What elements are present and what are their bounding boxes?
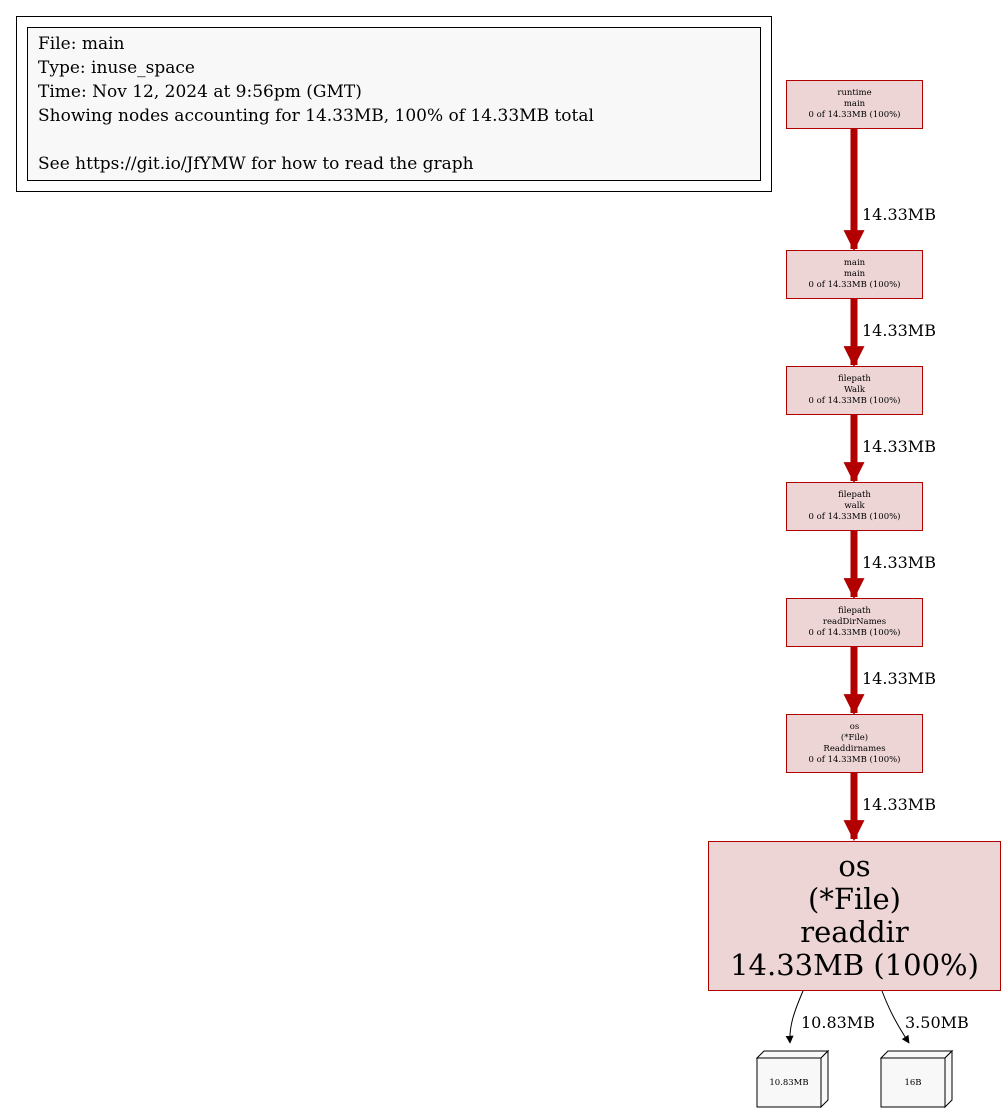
edge-label: 14.33MB (862, 437, 936, 456)
legend-type: Type: inuse_space (38, 58, 195, 78)
legend-box: File: main Type: inuse_space Time: Nov 1… (27, 27, 761, 181)
edge-label-leaf: 10.83MB (801, 1013, 875, 1032)
legend-summary: Showing nodes accounting for 14.33MB, 10… (38, 106, 594, 126)
node-label-function: walk (844, 501, 865, 511)
node-label-package: main (843, 258, 866, 268)
node-label-function: main (843, 269, 866, 279)
legend-frame: File: main Type: inuse_space Time: Nov 1… (16, 16, 772, 192)
node-label-value: 0 of 14.33MB (100%) (808, 512, 901, 522)
legend-time: Time: Nov 12, 2024 at 9:56pm (GMT) (38, 82, 362, 102)
node-label-function: main (843, 99, 866, 109)
legend-help: See https://git.io/JfYMW for how to read… (38, 154, 474, 174)
node-label-value: 0 of 14.33MB (100%) (808, 628, 901, 638)
edge-label: 14.33MB (862, 669, 936, 688)
node-main-main[interactable]: main main 0 of 14.33MB (100%) (786, 250, 923, 299)
node-label-value: 0 of 14.33MB (100%) (808, 110, 901, 120)
node-label-value: 0 of 14.33MB (100%) (808, 280, 901, 290)
leaf-node-16b: 16B (879, 1049, 954, 1109)
node-label-package: filepath (838, 490, 871, 500)
node-label-value: 0 of 14.33MB (100%) (808, 396, 901, 406)
node-label-package: os (849, 721, 860, 732)
node-filepath-Walk[interactable]: filepath Walk 0 of 14.33MB (100%) (786, 366, 923, 415)
node-os-File-Readdirnames[interactable]: os (*File) Readdirnames 0 of 14.33MB (10… (786, 714, 923, 773)
node-label-package: filepath (838, 606, 871, 616)
node-label-package: runtime (837, 88, 872, 98)
leaf-label-16b: 16B (904, 1078, 921, 1088)
edge-label: 14.33MB (862, 553, 936, 572)
node-label-package: os (838, 849, 871, 883)
node-label-package: filepath (838, 374, 871, 384)
node-label-receiver: (*File) (840, 732, 869, 743)
node-label-receiver: (*File) (808, 882, 901, 916)
edge-label: 14.33MB (862, 321, 936, 340)
leaf-label-10-83mb: 10.83MB (769, 1078, 808, 1088)
edge-label: 14.33MB (862, 205, 936, 224)
node-label-value: 0 of 14.33MB (100%) (808, 754, 901, 765)
edge-label-leaf: 3.50MB (905, 1013, 969, 1032)
node-runtime-main[interactable]: runtime main 0 of 14.33MB (100%) (786, 80, 923, 129)
node-os-File-readdir[interactable]: os (*File) readdir 14.33MB (100%) (708, 841, 1001, 991)
node-label-value: 14.33MB (100%) (730, 948, 979, 982)
node-label-function: Readdirnames (823, 743, 886, 754)
node-label-function: readDirNames (822, 617, 887, 627)
node-label-function: Walk (844, 385, 865, 395)
edge-readdir-to-leaf-10-83mb (785, 990, 804, 1044)
edge-readdir-to-leaf-16b (881, 990, 910, 1044)
node-label-function: readdir (800, 915, 909, 949)
edge-label: 14.33MB (862, 795, 936, 814)
node-filepath-readDirNames[interactable]: filepath readDirNames 0 of 14.33MB (100%… (786, 598, 923, 647)
node-filepath-walk[interactable]: filepath walk 0 of 14.33MB (100%) (786, 482, 923, 531)
leaf-node-10-83mb: 10.83MB (755, 1049, 830, 1109)
legend-file: File: main (38, 34, 125, 54)
